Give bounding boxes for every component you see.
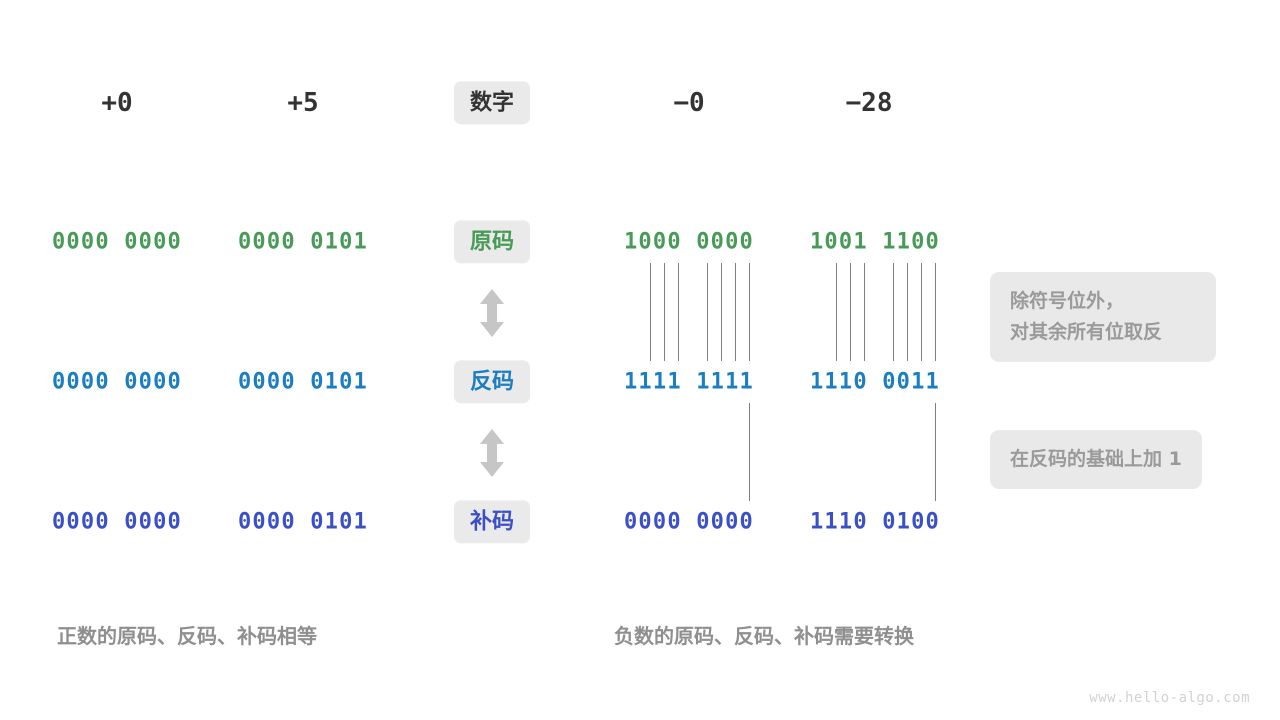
bit-connector-line	[907, 263, 908, 361]
bit-connector-line	[921, 263, 922, 361]
header-value-plus-zero: +0	[101, 88, 133, 118]
header-value-minus-twentyeight: −28	[845, 88, 893, 118]
bit-connector-line	[850, 263, 851, 361]
ones-complement-plus-five: 0000 0101	[237, 369, 369, 395]
note-invert-non-sign-bits: 除符号位外， 对其余所有位取反	[990, 272, 1216, 362]
bit-connector-line	[678, 263, 679, 361]
up-down-arrow-icon-ones-to-twos	[477, 427, 507, 479]
bit-connector-line	[664, 263, 665, 361]
bit-connector-line	[749, 263, 750, 361]
row-label-sign-magnitude: 原码	[453, 220, 531, 264]
twos-complement-minus-zero: 0000 0000	[623, 509, 755, 535]
twos-complement-minus-twentyeight: 1110 0100	[809, 509, 941, 535]
note-add-one-to-ones-complement: 在反码的基础上加 1	[990, 430, 1202, 489]
header-value-plus-five: +5	[287, 88, 319, 118]
carry-connector-line	[749, 403, 750, 501]
ones-complement-minus-zero: 1111 1111	[623, 369, 755, 395]
caption-negative-numbers: 负数的原码、反码、补码需要转换	[614, 624, 914, 648]
watermark-url: www.hello-algo.com	[1089, 690, 1250, 706]
header-value-minus-zero: −0	[673, 88, 705, 118]
bit-connector-line	[893, 263, 894, 361]
up-down-arrow-icon-sign-to-ones	[477, 287, 507, 339]
bit-connector-line	[836, 263, 837, 361]
bit-connector-line	[864, 263, 865, 361]
ones-complement-plus-zero: 0000 0000	[51, 369, 183, 395]
sign-magnitude-minus-twentyeight: 1001 1100	[809, 229, 941, 255]
twos-complement-plus-zero: 0000 0000	[51, 509, 183, 535]
bit-connector-line	[935, 263, 936, 361]
row-label-number: 数字	[453, 81, 531, 125]
bit-connector-line	[735, 263, 736, 361]
ones-complement-minus-twentyeight: 1110 0011	[809, 369, 941, 395]
twos-complement-plus-five: 0000 0101	[237, 509, 369, 535]
bit-connector-line	[721, 263, 722, 361]
bit-connector-line	[650, 263, 651, 361]
sign-magnitude-minus-zero: 1000 0000	[623, 229, 755, 255]
bit-connector-line	[707, 263, 708, 361]
sign-magnitude-plus-five: 0000 0101	[237, 229, 369, 255]
row-label-twos-complement: 补码	[453, 500, 531, 544]
sign-magnitude-plus-zero: 0000 0000	[51, 229, 183, 255]
carry-connector-line	[935, 403, 936, 501]
caption-positive-numbers: 正数的原码、反码、补码相等	[57, 624, 317, 648]
row-label-ones-complement: 反码	[453, 360, 531, 404]
